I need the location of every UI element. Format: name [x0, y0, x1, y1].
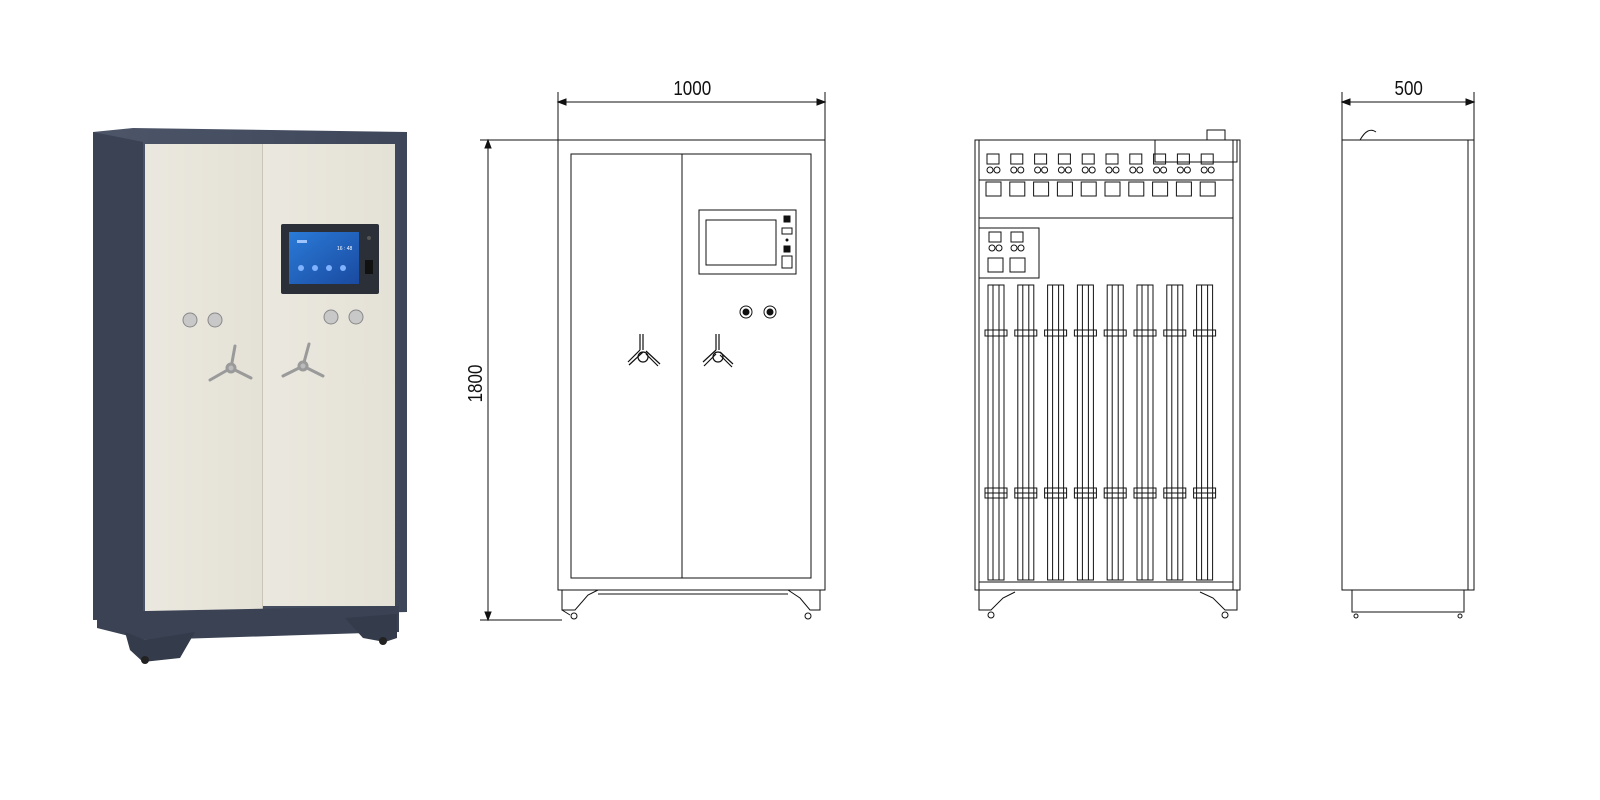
side-base — [1351, 589, 1465, 613]
interior-elevation-drawing — [974, 129, 1241, 619]
arrowhead — [816, 98, 827, 106]
top-slot — [1152, 153, 1169, 197]
caster-icon — [1353, 613, 1359, 619]
cabinet-frame-left — [93, 132, 143, 620]
screen — [705, 219, 777, 266]
arrowhead — [484, 138, 492, 149]
caster-icon — [1457, 613, 1463, 619]
storage-rod — [1163, 284, 1187, 581]
caster-icon — [570, 612, 578, 620]
sensor-icon — [781, 227, 793, 235]
right-handle-icon — [281, 342, 325, 378]
touch-screen — [289, 232, 359, 284]
base-outline — [978, 590, 1016, 611]
screen-time: 16 : 48 — [337, 246, 353, 252]
camera-icon — [783, 215, 791, 223]
screen-panel — [698, 209, 797, 275]
arrowhead — [556, 98, 567, 106]
storage-rod — [1133, 284, 1157, 581]
fingerprint-reader-icon — [781, 255, 793, 269]
side-elevation: 500 — [1340, 70, 1510, 650]
screen-app-icon — [326, 265, 332, 271]
top-slot — [1175, 153, 1192, 197]
width-dimension-label: 1000 — [673, 78, 712, 100]
key-lock-icon — [763, 305, 777, 319]
screen-app-icon — [298, 265, 304, 271]
storage-rod — [1073, 284, 1097, 581]
left-handle-icon — [627, 334, 661, 367]
camera-icon — [367, 236, 371, 240]
storage-rod — [1014, 284, 1038, 581]
base-outline — [787, 589, 821, 611]
mid-slot — [987, 231, 1004, 273]
top-slot — [1128, 153, 1145, 197]
base-outline — [1199, 590, 1238, 611]
height-dimension-label: 1800 — [464, 364, 487, 403]
button-icon — [783, 245, 791, 253]
cabinet-render-drawing: 16 : 48 — [93, 128, 407, 664]
indicator-icon — [785, 238, 789, 242]
front-elevation-drawing — [480, 92, 827, 622]
cabinet-base — [97, 606, 399, 640]
top-slot — [1104, 153, 1121, 197]
control-box — [1154, 139, 1238, 163]
right-foot — [345, 614, 397, 642]
antenna-icon — [1206, 129, 1226, 141]
caster-icon — [1221, 611, 1229, 619]
caster-icon — [987, 611, 995, 619]
left-foot — [125, 632, 195, 662]
mid-slot — [1009, 231, 1026, 273]
arrowhead — [1465, 98, 1476, 106]
interior-outline — [974, 139, 1241, 591]
fingerprint-reader-icon — [365, 260, 373, 274]
front-elevation: 1000 1800 — [465, 70, 850, 650]
caster-left — [141, 656, 149, 664]
screen-app-icon — [312, 265, 318, 271]
caster-icon — [804, 612, 812, 620]
key-lock-icon — [348, 309, 364, 325]
side-elevation-drawing — [1340, 92, 1476, 619]
cabinet-render: 16 : 48 — [85, 120, 430, 680]
screen-app-icon — [340, 265, 346, 271]
key-lock-icon — [207, 312, 223, 328]
top-slot — [985, 153, 1002, 197]
storage-rod — [1044, 284, 1068, 581]
top-slot — [1199, 153, 1216, 197]
top-slot — [1056, 153, 1073, 197]
interior-elevation — [974, 120, 1275, 640]
right-handle-icon — [702, 334, 734, 368]
key-lock-icon — [323, 309, 339, 325]
antenna-icon — [1359, 129, 1377, 141]
arrowhead — [484, 611, 492, 622]
left-handle-icon — [208, 344, 253, 382]
key-lock-icon — [182, 312, 198, 328]
base-outline — [561, 589, 599, 616]
arrowhead — [1340, 98, 1351, 106]
top-slot — [1080, 153, 1097, 197]
depth-dimension-label: 500 — [1394, 78, 1423, 100]
caster-right — [379, 637, 387, 645]
top-slot — [1033, 153, 1050, 197]
door-frame — [570, 153, 812, 579]
screen-ui-bar — [297, 240, 307, 243]
side-outline — [1341, 139, 1475, 591]
key-lock-icon — [739, 305, 753, 319]
cabinet-outline — [557, 139, 826, 591]
storage-rod — [1103, 284, 1127, 581]
mid-rack — [978, 227, 1040, 279]
left-door — [145, 144, 262, 620]
storage-rod — [984, 284, 1008, 581]
top-slot — [1009, 153, 1026, 197]
storage-rod — [1193, 284, 1217, 581]
